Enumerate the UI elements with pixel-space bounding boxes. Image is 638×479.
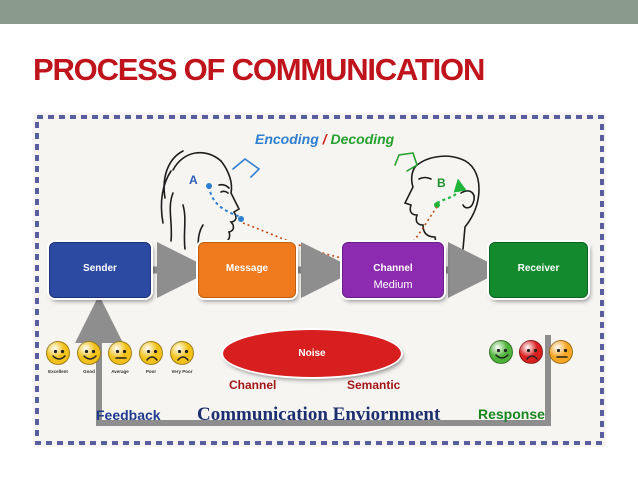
sender-box: Sender: [49, 242, 151, 298]
man-head-illustration: [394, 152, 480, 250]
encoding-decoding-label: Encoding / Decoding: [255, 131, 394, 147]
channel-box: Channel Medium: [342, 242, 444, 298]
response-label: Response: [478, 406, 545, 422]
encoding-point-a: [206, 183, 212, 189]
rating-label-5: Very Poor: [171, 369, 193, 374]
medium-label: Medium: [373, 279, 413, 291]
decoding-label: Decoding: [330, 131, 395, 147]
noise-semantic-label: Semantic: [347, 378, 401, 392]
noise-ellipse: Noise: [223, 330, 401, 377]
message-label: Message: [225, 263, 269, 274]
response-neutral-face-icon: [549, 340, 573, 364]
noise-label: Noise: [298, 348, 326, 359]
communication-diagram: Encoding / Decoding A B Sender Message C…: [33, 113, 606, 447]
noise-channel-label: Channel: [229, 378, 277, 392]
rating-face-icon-2: [77, 341, 101, 365]
channel-label: Channel: [373, 263, 413, 274]
rating-face-icon-5: [170, 341, 194, 365]
point-a-label: A: [189, 173, 198, 187]
environment-label: Communication Enviornment: [197, 404, 441, 425]
receiver-box: Receiver: [489, 242, 588, 298]
top-accent-bar: [0, 0, 638, 24]
receiver-label: Receiver: [517, 263, 560, 274]
encoding-label: Encoding: [255, 131, 319, 147]
decoding-path: [436, 178, 467, 204]
dashed-frame: [35, 115, 604, 445]
rating-label-3: Average: [111, 369, 129, 374]
message-box: Message: [198, 242, 296, 298]
feedback-label: Feedback: [96, 407, 161, 423]
rating-label-4: Poor: [145, 369, 157, 374]
rating-face-icon-3: [108, 341, 132, 365]
label-slash: /: [322, 131, 327, 147]
response-sad-face-icon: [519, 340, 543, 364]
feedback-loop-arrow: [75, 295, 551, 426]
response-happy-face-icon: [489, 340, 513, 364]
rating-face-icon-1: [46, 341, 70, 365]
mouth-point: [238, 216, 244, 222]
rating-label-2: Good: [83, 369, 95, 374]
point-b-label: B: [437, 176, 446, 190]
rating-label-1: Excellent: [48, 369, 68, 374]
sender-label: Sender: [83, 263, 117, 274]
encoding-path: [208, 185, 242, 218]
rating-face-icon-4: [139, 341, 163, 365]
woman-head-illustration: [160, 150, 261, 252]
slide-title: PROCESS OF COMMUNICATION: [33, 52, 485, 87]
ear-point: [434, 202, 440, 208]
